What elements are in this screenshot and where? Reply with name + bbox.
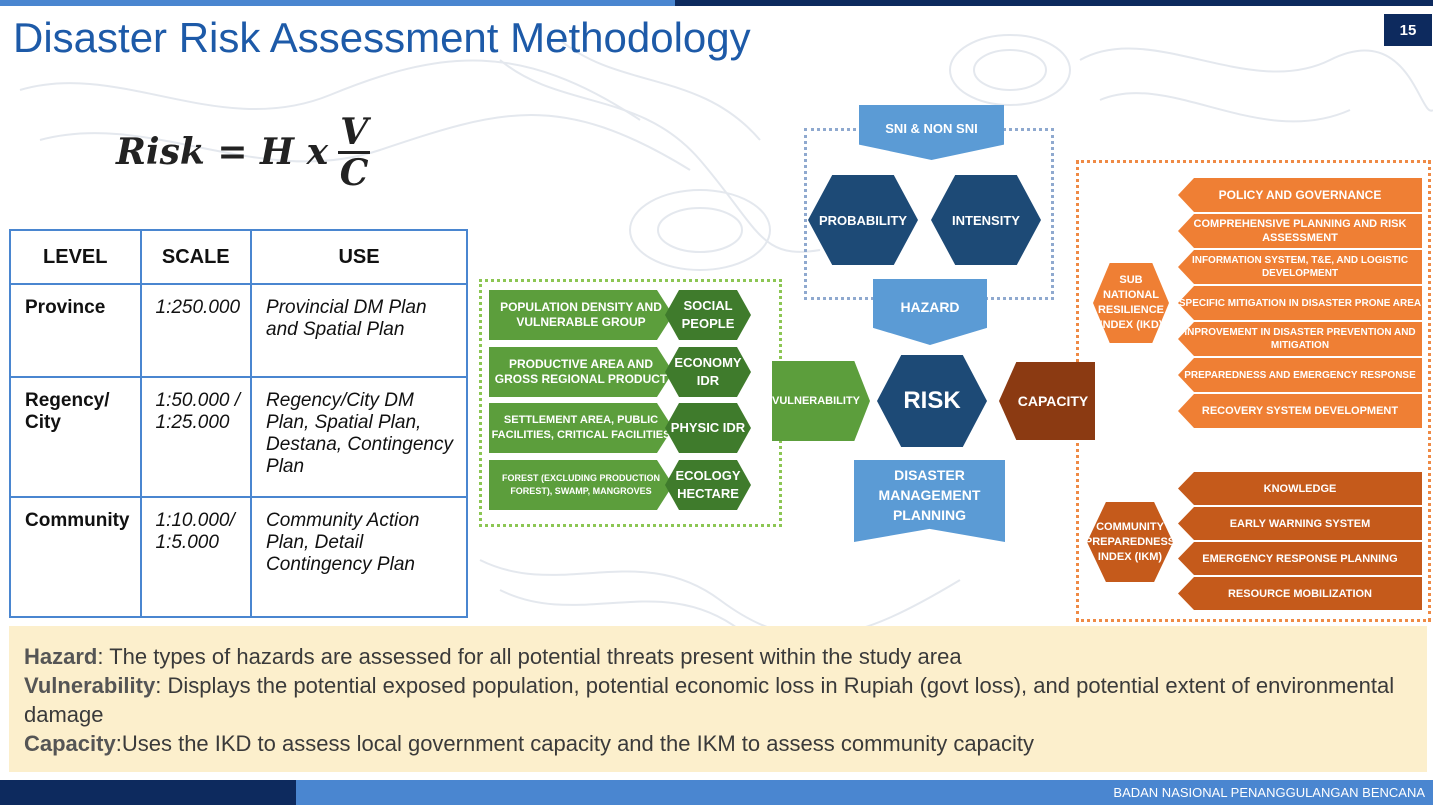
- definition-hazard: Hazard: The types of hazards are assesse…: [24, 642, 1427, 671]
- definition-text: Displays the potential exposed populatio…: [24, 673, 1395, 727]
- vuln-type-ecology: ECOLOGY HECTARE: [665, 460, 751, 510]
- page-number: 15: [1384, 14, 1432, 46]
- table-cell: 1:250.000: [139, 283, 253, 378]
- table-row: Regency/ City 1:50.000 / 1:25.000 Regenc…: [9, 376, 468, 498]
- table-cell: Community Action Plan, Detail Contingenc…: [250, 496, 468, 618]
- definition-vulnerability: Vulnerability: Displays the potential ex…: [24, 671, 1427, 729]
- vuln-type-physic: PHYSIC IDR: [665, 403, 751, 453]
- table-cell: 1:50.000 / 1:25.000: [139, 376, 253, 498]
- capacity-arrow: CAPACITY: [999, 362, 1095, 440]
- table-cell: Provincial DM Plan and Spatial Plan: [250, 283, 468, 378]
- ikd-item: POLICY AND GOVERNANCE: [1178, 178, 1422, 212]
- formula-denominator: C: [339, 151, 369, 194]
- table-header-row: LEVEL SCALE USE: [9, 229, 468, 285]
- definition-term: Hazard: [24, 644, 98, 669]
- vuln-input-social: POPULATION DENSITY AND VULNERABLE GROUP: [489, 290, 673, 340]
- definition-separator: :: [97, 644, 110, 669]
- table-cell: Community: [9, 496, 142, 618]
- organization-name: BADAN NASIONAL PENANGGULANGAN BENCANA: [1113, 785, 1425, 800]
- table-header: LEVEL: [9, 229, 142, 285]
- level-scale-table: LEVEL SCALE USE Province 1:250.000 Provi…: [9, 229, 468, 618]
- ikm-item: EMERGENCY RESPONSE PLANNING: [1178, 542, 1422, 575]
- ikd-hexagon: SUB NATIONAL RESILIENCE INDEX (IKD): [1093, 263, 1169, 343]
- vuln-input-ecology: FOREST (EXCLUDING PRODUCTION FOREST), SW…: [489, 460, 673, 510]
- vuln-input-physic: SETTLEMENT AREA, PUBLIC FACILITIES, CRIT…: [489, 403, 673, 453]
- table-row: Province 1:250.000 Provincial DM Plan an…: [9, 283, 468, 378]
- definition-separator: :: [155, 673, 168, 698]
- table-cell: Province: [9, 283, 142, 378]
- definition-text: The types of hazards are assessed for al…: [109, 644, 962, 669]
- table-header: SCALE: [139, 229, 253, 285]
- ikd-item: PREPAREDNESS AND EMERGENCY RESPONSE: [1178, 358, 1422, 392]
- definition-text: Uses the IKD to assess local government …: [121, 731, 1035, 756]
- formula-fraction: V C: [338, 110, 371, 194]
- table-cell: Regency/ City: [9, 376, 142, 498]
- intensity-hexagon: INTENSITY: [931, 175, 1041, 265]
- ikm-hexagon: COMMUNITY PREPAREDNESS INDEX (IKM): [1087, 502, 1173, 582]
- definition-capacity: Capacity:Uses the IKD to assess local go…: [24, 729, 1427, 758]
- definition-separator: :: [115, 731, 122, 756]
- formula-numerator: V: [340, 110, 369, 153]
- probability-hexagon: PROBABILITY: [808, 175, 918, 265]
- table-header: USE: [250, 229, 468, 285]
- table-row: Community 1:10.000/ 1:5.000 Community Ac…: [9, 496, 468, 618]
- definitions-panel: Hazard: The types of hazards are assesse…: [9, 626, 1427, 772]
- ikd-item: RECOVERY SYSTEM DEVELOPMENT: [1178, 394, 1422, 428]
- vulnerability-arrow: VULNERABILITY: [772, 361, 870, 441]
- ikm-item: KNOWLEDGE: [1178, 472, 1422, 505]
- ikd-item: COMPREHENSIVE PLANNING AND RISK ASSESSME…: [1178, 214, 1422, 248]
- bottom-bar-right: [296, 780, 1433, 805]
- ikm-item: RESOURCE MOBILIZATION: [1178, 577, 1422, 610]
- risk-formula: Risk = H x V C: [116, 106, 371, 198]
- definition-term: Vulnerability: [24, 673, 156, 698]
- top-bar-right: [675, 0, 1433, 6]
- table-cell: Regency/City DM Plan, Spatial Plan, Dest…: [250, 376, 468, 498]
- fraction-line: [338, 150, 371, 154]
- top-bar-left: [0, 0, 675, 6]
- ikd-item: INFORMATION SYSTEM, T&E, AND LOGISTIC DE…: [1178, 250, 1422, 284]
- risk-hexagon: RISK: [877, 355, 987, 447]
- vuln-type-social: SOCIAL PEOPLE: [665, 290, 751, 340]
- vuln-type-economy: ECONOMY IDR: [665, 347, 751, 397]
- ikm-item: EARLY WARNING SYSTEM: [1178, 507, 1422, 540]
- disaster-management-planning-box: DISASTER MANAGEMENT PLANNING: [854, 460, 1005, 542]
- formula-left: Risk = H x: [116, 131, 329, 173]
- slide-title: Disaster Risk Assessment Methodology: [13, 14, 751, 61]
- table-cell: 1:10.000/ 1:5.000: [139, 496, 253, 618]
- bottom-bar-left: [0, 780, 296, 805]
- definition-term: Capacity: [24, 731, 116, 756]
- vuln-input-economy: PRODUCTIVE AREA AND GROSS REGIONAL PRODU…: [489, 347, 673, 397]
- ikd-item: INPROVEMENT IN DISASTER PREVENTION AND M…: [1178, 322, 1422, 356]
- ikd-item: SPECIFIC MITIGATION IN DISASTER PRONE AR…: [1178, 286, 1422, 320]
